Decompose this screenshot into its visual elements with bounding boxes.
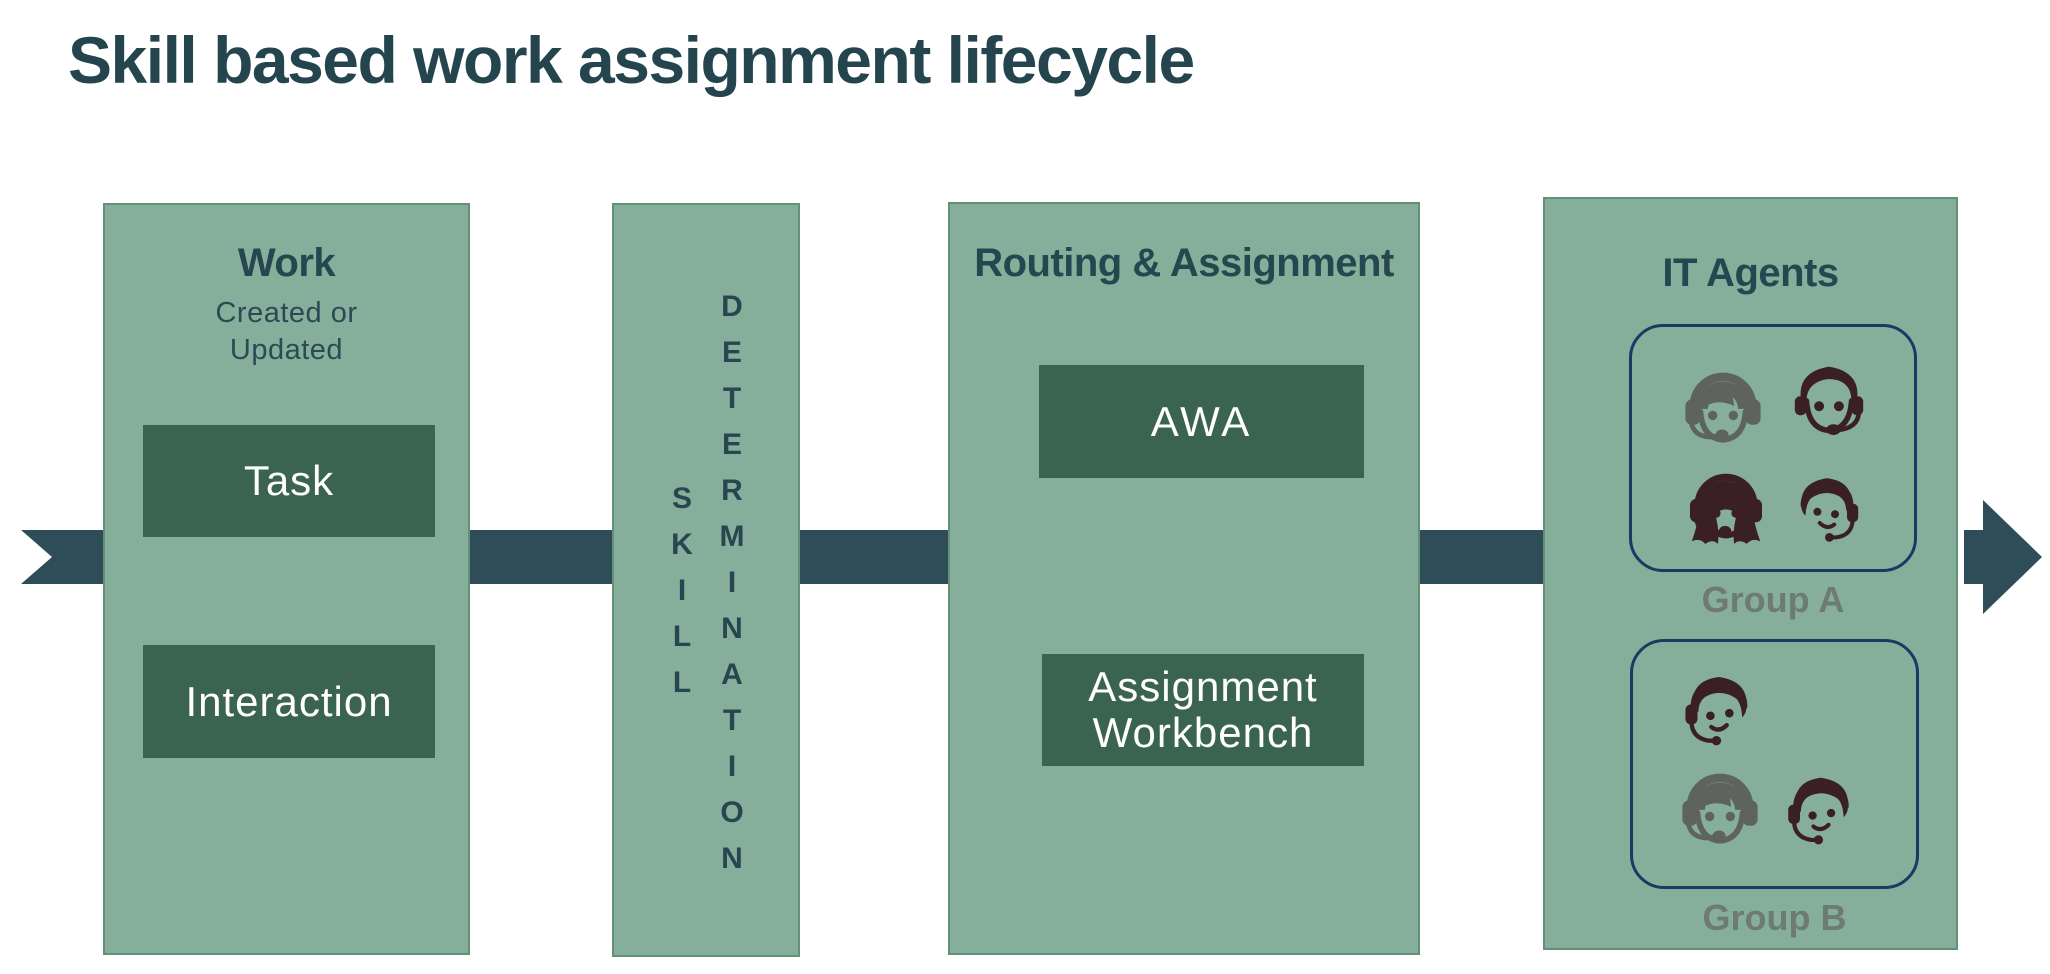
work-header: Work bbox=[237, 241, 336, 285]
assignment-workbench-box: Assignment Workbench bbox=[1042, 654, 1364, 766]
assignment-workbench-label: Assignment Workbench bbox=[1088, 663, 1318, 756]
group-b-container bbox=[1630, 639, 1919, 889]
vertical-letter: I bbox=[677, 574, 687, 607]
page-title: Skill based work assignment lifecycle bbox=[68, 23, 1195, 97]
agent-longhair-headset-maroon-icon bbox=[1681, 461, 1771, 553]
task-box: Task bbox=[143, 425, 435, 537]
interaction-box-label: Interaction bbox=[185, 677, 393, 725]
it-agents-header: IT Agents bbox=[1662, 251, 1839, 295]
agent-smiling-headset-maroon-icon bbox=[1779, 766, 1863, 850]
vertical-letter: D bbox=[721, 290, 743, 323]
work-subtitle: Created or Updated bbox=[105, 295, 468, 369]
vertical-letter: I bbox=[727, 750, 737, 783]
vertical-letter: K bbox=[671, 528, 693, 561]
panel-routing-assignment: Routing & Assignment AWA Assignment Work… bbox=[948, 202, 1420, 955]
panel-work: Work Created or Updated Task Interaction bbox=[103, 203, 470, 955]
work-subtitle-text: Created or Updated bbox=[215, 297, 358, 366]
agent-smiling-headset-maroon-icon bbox=[1787, 467, 1867, 547]
task-box-label: Task bbox=[243, 457, 335, 504]
awa-box-label: AWA bbox=[1150, 397, 1253, 445]
vertical-letter: L bbox=[672, 620, 692, 653]
group-b-label: Group B bbox=[1702, 897, 1847, 938]
agent-male-headset-maroon-icon bbox=[1784, 354, 1874, 444]
vertical-letter: T bbox=[722, 382, 742, 415]
agent-headset-gray-icon bbox=[1673, 760, 1767, 854]
vertical-letter: O bbox=[720, 796, 744, 829]
vertical-letter: N bbox=[721, 612, 743, 645]
agent-smiling-headset-maroon-icon bbox=[1676, 665, 1762, 751]
vertical-letter: A bbox=[721, 658, 743, 691]
flow-arrow-head bbox=[1964, 500, 2042, 614]
panel-it-agents: IT Agents Group A Group B bbox=[1543, 197, 1958, 950]
vertical-letter: R bbox=[721, 474, 743, 507]
vertical-letter: L bbox=[672, 666, 692, 699]
vertical-letter: T bbox=[722, 704, 742, 737]
vertical-letter: M bbox=[719, 520, 745, 553]
awa-box: AWA bbox=[1039, 365, 1364, 478]
vertical-letter: N bbox=[721, 842, 743, 875]
vertical-letter: S bbox=[671, 482, 692, 515]
interaction-box: Interaction bbox=[143, 645, 435, 758]
group-a-label: Group A bbox=[1701, 579, 1845, 620]
vertical-letter: E bbox=[721, 428, 742, 461]
vertical-letter: I bbox=[727, 566, 737, 599]
group-a-container bbox=[1629, 324, 1917, 572]
routing-assignment-header: Routing & Assignment bbox=[974, 241, 1394, 285]
agent-female-headset-gray-icon bbox=[1676, 359, 1770, 453]
vertical-letter: E bbox=[721, 336, 742, 369]
